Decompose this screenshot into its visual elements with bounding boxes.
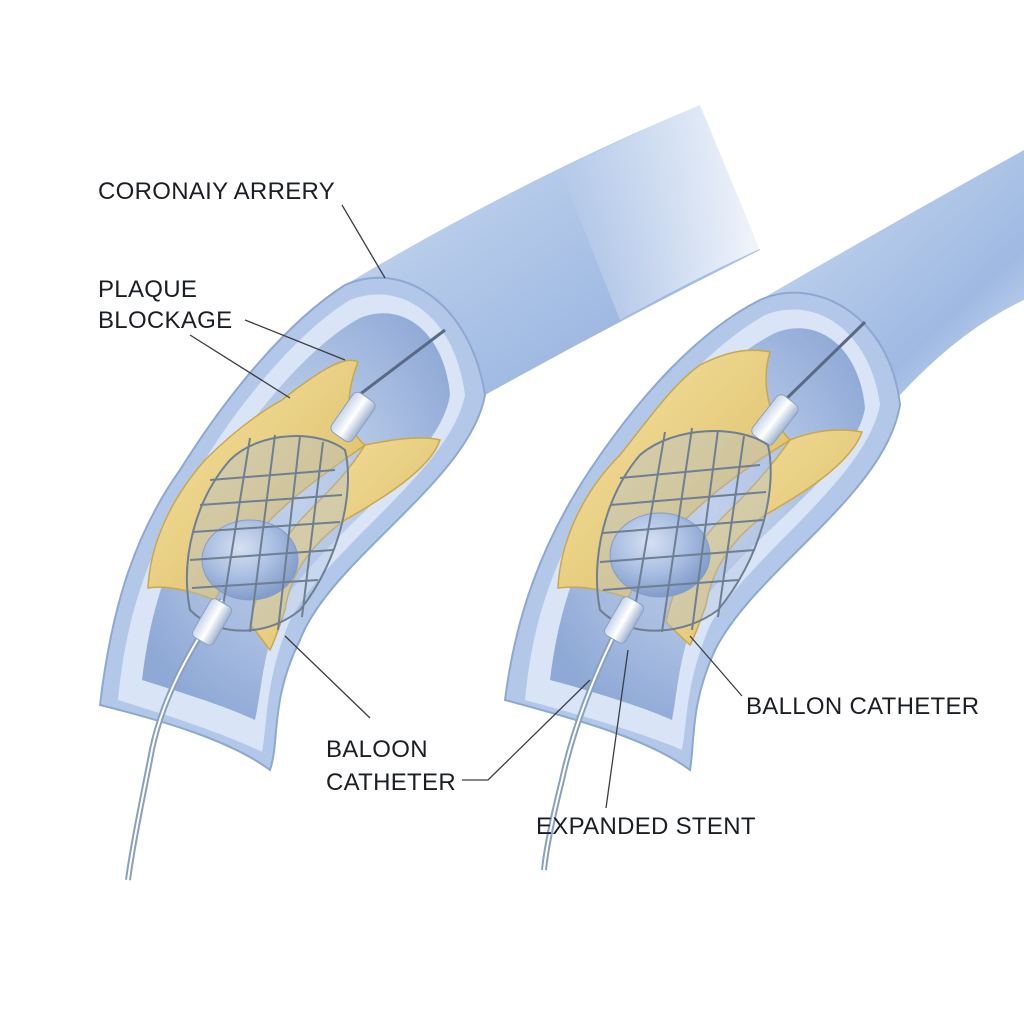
left-guidewire — [354, 328, 446, 400]
left-artery-fade — [560, 95, 780, 320]
left-catheter-highlight — [127, 599, 223, 881]
left-catheter-tip — [330, 391, 376, 443]
leader-baloon-catheter-2 — [462, 679, 591, 781]
label-catheter: CATHETER — [326, 769, 456, 796]
right-artery-group — [503, 150, 1024, 871]
leader-coronary-artery — [341, 204, 386, 279]
label-ballon-catheter: BALLON CATHETER — [746, 693, 980, 720]
label-plaque: PLAQUE — [98, 276, 198, 303]
leader-plaque-1 — [244, 319, 346, 361]
leader-baloon-catheter — [284, 635, 371, 719]
left-catheter-collar — [191, 598, 233, 646]
right-stent — [595, 427, 772, 633]
right-plaque-lower — [665, 429, 864, 647]
left-artery-group — [98, 95, 780, 881]
right-catheter-highlight — [543, 599, 633, 871]
right-guidewire — [778, 320, 867, 407]
leader-plaque-2 — [189, 334, 291, 399]
label-expanded-stent: EXPANDED STENT — [536, 813, 756, 840]
right-balloon — [609, 512, 711, 598]
leader-ballon-catheter-right — [689, 635, 743, 697]
left-stent — [186, 434, 349, 633]
leader-lines — [189, 204, 743, 809]
label-baloon: BALOON — [326, 736, 428, 763]
right-catheter-collar — [603, 596, 645, 644]
label-blockage: BLOCKAGE — [98, 307, 233, 334]
leader-expanded-stent — [605, 649, 629, 809]
label-coronary-artery: CORONAIY ARRERY — [98, 178, 336, 205]
